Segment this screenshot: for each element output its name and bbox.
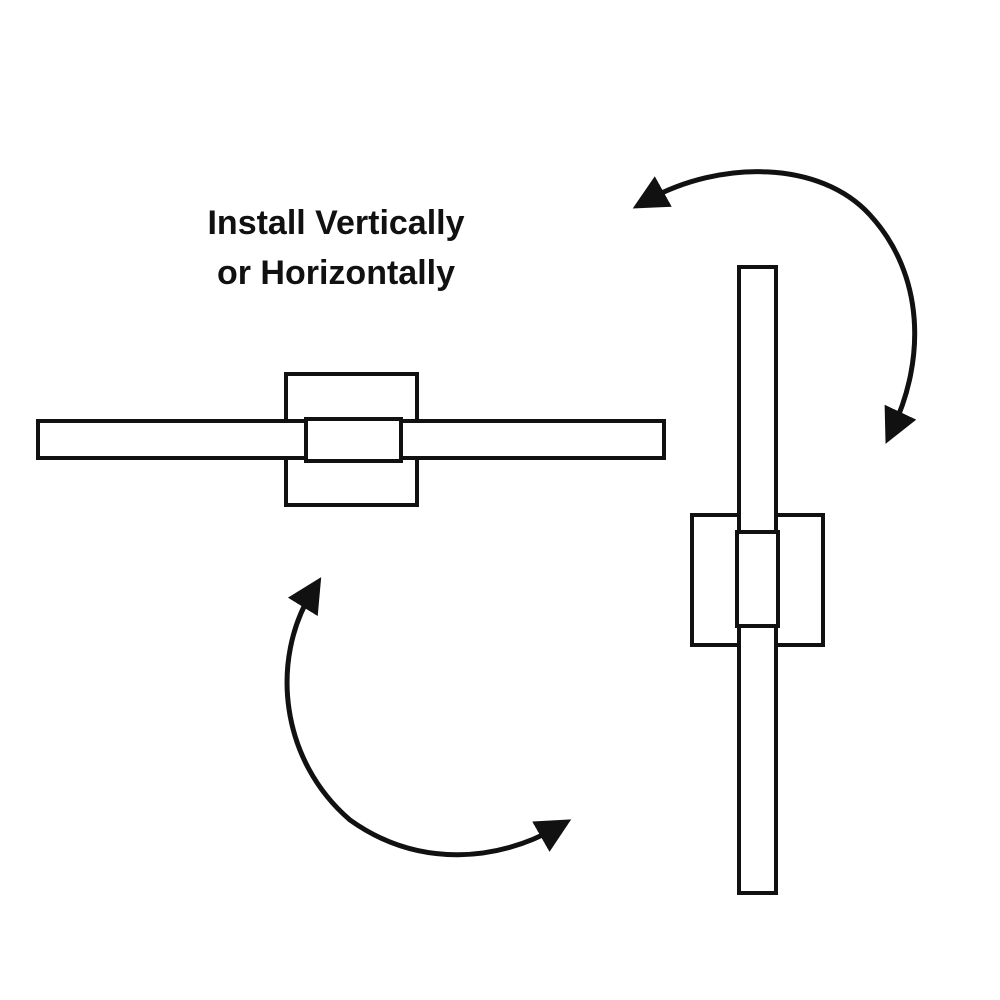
- vertical-fixture: [690, 265, 825, 895]
- horizontal-fixture: [36, 372, 666, 507]
- caption-line-1: Install Vertically: [207, 204, 464, 242]
- horizontal-center-mount: [304, 417, 403, 463]
- vertical-center-mount: [735, 530, 780, 628]
- rotate-arrow-top-icon: [632, 169, 918, 444]
- caption-line-2: or Horizontally: [217, 254, 455, 292]
- rotate-arrow-bottom-icon: [284, 577, 572, 858]
